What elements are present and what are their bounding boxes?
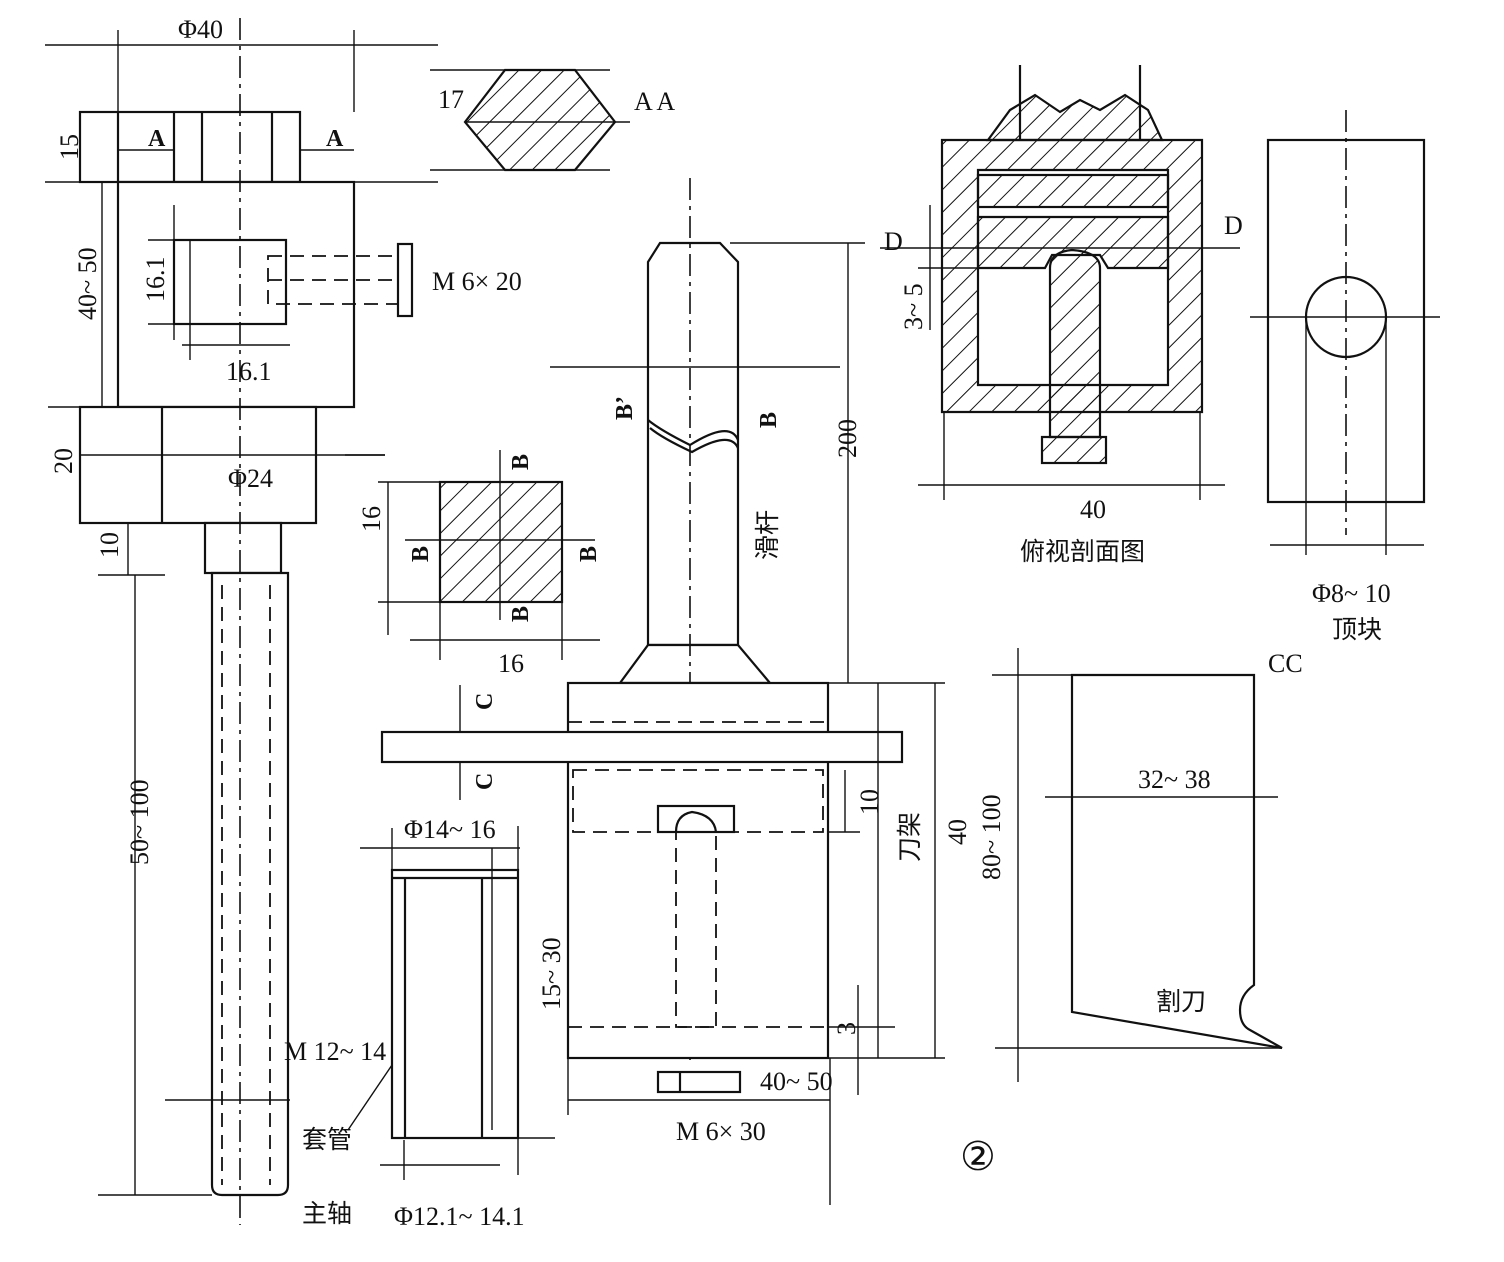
label-bb-b-bottom: B (508, 606, 534, 622)
top-block (1250, 110, 1440, 555)
label-d-right: D (1224, 211, 1243, 240)
sleeve (347, 826, 555, 1180)
label-dim50-100: 50~ 100 (125, 779, 154, 865)
label-top-section-title: 俯视剖面图 (1020, 537, 1145, 566)
label-phi40: Φ40 (178, 15, 223, 44)
label-bb-b-top: B (508, 454, 534, 470)
label-slide-rod: 滑杆 (753, 510, 782, 560)
label-dim40-frame: 40 (943, 819, 972, 845)
label-m12-14: M 12~ 14 (284, 1037, 386, 1066)
spindle-assembly (45, 18, 438, 1225)
label-bb-16-v: 16 (357, 506, 386, 532)
label-dim80-100: 80~ 100 (977, 794, 1006, 880)
label-m6x30: M 6× 30 (676, 1117, 766, 1146)
label-top-block: 顶块 (1332, 615, 1382, 644)
label-dim16-1-h: 16.1 (226, 357, 272, 386)
label-dim3: 3 (832, 1022, 861, 1035)
label-dim15-30: 15~ 30 (537, 937, 566, 1010)
label-dim40-50: 40~ 50 (73, 247, 102, 320)
label-dim200: 200 (833, 419, 862, 458)
slide-rod-tool-holder (380, 178, 945, 1205)
label-b-prime: B’ (612, 396, 638, 420)
cutter-cc (992, 648, 1283, 1082)
label-sec-a-right: A (326, 126, 344, 152)
top-section-view (880, 65, 1240, 500)
label-bb-16-h: 16 (498, 649, 524, 678)
label-dim16-1-v: 16.1 (141, 257, 170, 303)
label-sleeve: 套管 (302, 1125, 352, 1154)
label-dim40-50-bottom: 40~ 50 (760, 1067, 833, 1096)
labels: Φ40 15 A A 40~ 50 16.1 16.1 M 6× 20 20 Φ… (49, 15, 1391, 1231)
label-bb-b-left: B (408, 546, 434, 562)
label-dim32-38: 32~ 38 (1138, 765, 1211, 794)
label-sec-a-left: A (148, 126, 166, 152)
label-phi12-14: Φ12.1~ 14.1 (394, 1202, 525, 1231)
label-dim15: 15 (55, 134, 84, 160)
label-dim40-top: 40 (1080, 495, 1106, 524)
section-aa (430, 68, 630, 172)
label-phi8-10: Φ8~ 10 (1312, 579, 1391, 608)
label-cc: CC (1268, 649, 1303, 678)
label-tool-holder: 刀架 (895, 812, 924, 862)
label-dim10-frame: 10 (855, 789, 884, 815)
label-c-bottom: C (472, 773, 498, 790)
label-bb-b-right: B (576, 546, 602, 562)
label-dim10-left: 10 (95, 532, 124, 558)
label-aa-17: 17 (438, 85, 464, 114)
label-phi24: Φ24 (228, 464, 273, 493)
label-dim3-5: 3~ 5 (899, 283, 928, 330)
label-m6x20: M 6× 20 (432, 267, 522, 296)
label-phi14-16: Φ14~ 16 (404, 815, 496, 844)
label-spindle: 主轴 (302, 1199, 352, 1228)
label-dim20: 20 (49, 448, 78, 474)
figure-number: ② (960, 1134, 996, 1180)
label-aa: A A (634, 87, 675, 116)
section-bb (378, 450, 600, 660)
label-cutter: 割刀 (1156, 987, 1206, 1016)
label-c-top: C (472, 693, 498, 710)
label-d-left: D (884, 227, 903, 256)
label-b-right: B (756, 412, 782, 428)
